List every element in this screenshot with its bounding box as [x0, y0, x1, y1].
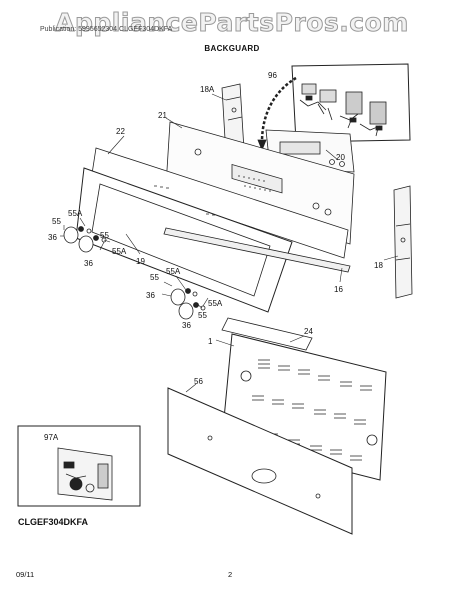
inset-97a-board — [17, 425, 141, 507]
model-number: CLGEF304DKFA — [18, 517, 89, 527]
inset-96-board-detail — [257, 63, 411, 152]
callout-55a-3: 55A — [166, 267, 181, 276]
callout-36-3: 36 — [146, 291, 155, 300]
callout-55a-1: 55A — [68, 209, 83, 218]
callout-24: 24 — [304, 327, 313, 336]
callout-55-4: 55 — [198, 311, 207, 320]
callout-18: 18 — [374, 261, 383, 270]
trim-strip-16 — [163, 227, 351, 273]
callout-20: 20 — [336, 153, 345, 162]
callout-36-1: 36 — [48, 233, 57, 242]
callout-16: 16 — [334, 285, 343, 294]
side-bracket-18 — [393, 185, 413, 299]
backguard-frame-22 — [75, 147, 349, 313]
callout-22: 22 — [116, 127, 125, 136]
callout-56: 56 — [194, 377, 203, 386]
callout-55-1: 55 — [52, 217, 61, 226]
watermark-logo: AppliancePartsPros.com — [55, 8, 409, 38]
callout-19: 19 — [136, 257, 145, 266]
footer-date: 09/11 — [16, 570, 35, 579]
callout-97a: 97A — [44, 433, 59, 442]
callout-36-4: 36 — [182, 321, 191, 330]
control-panel-21 — [165, 121, 355, 245]
callout-55-2: 55 — [100, 231, 109, 240]
knob-group-lower — [170, 288, 206, 320]
callout-55-3: 55 — [150, 273, 159, 282]
callout-55a-4: 55A — [208, 299, 223, 308]
section-title: BACKGUARD — [204, 44, 260, 53]
callout-21: 21 — [158, 111, 167, 120]
cover-panel-56 — [167, 387, 353, 535]
callout-96: 96 — [268, 71, 277, 80]
callout-1: 1 — [208, 337, 213, 346]
callout-18a: 18A — [200, 85, 215, 94]
callout-55a-2: 55A — [112, 247, 127, 256]
callout-36-2: 36 — [84, 259, 93, 268]
footer-page-number: 2 — [228, 570, 233, 579]
publication-header: Publication: 5995652304 CLGEF304DKFA — [40, 26, 173, 33]
